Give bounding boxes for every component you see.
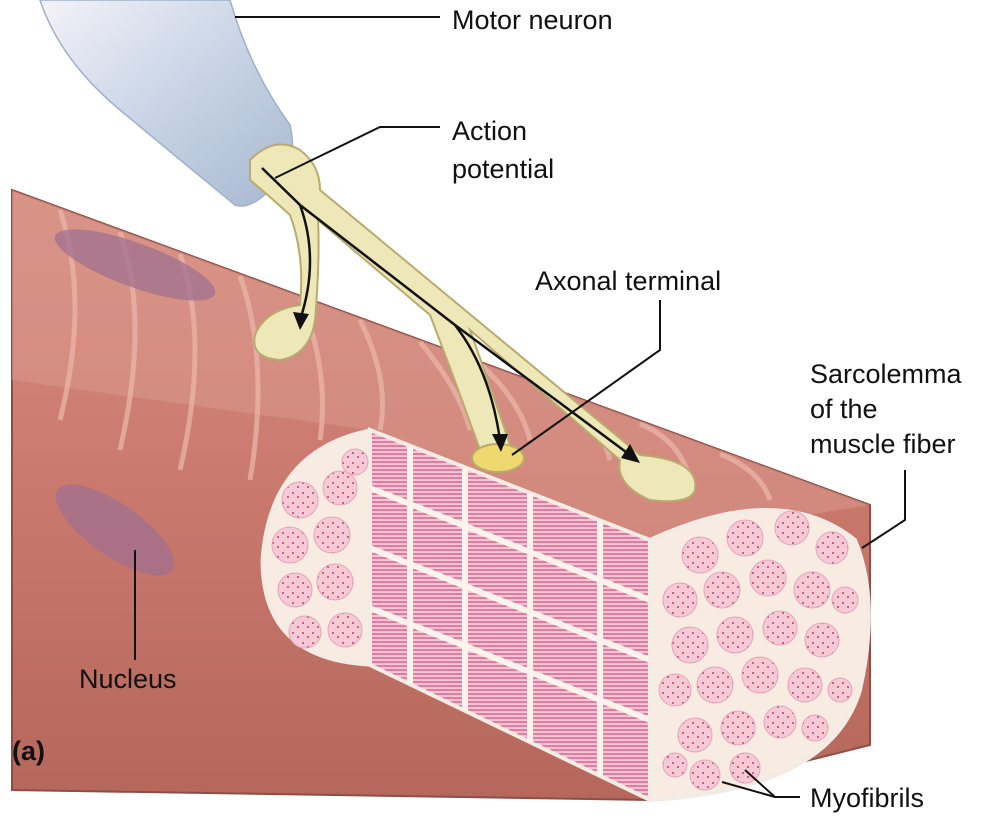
- motor-neuron-label: Motor neuron: [452, 5, 613, 35]
- axonal-terminal-plate: [472, 444, 524, 472]
- sarcolemma-label-line3: muscle fiber: [810, 429, 956, 459]
- sarcolemma-label-line2: of the: [810, 394, 878, 424]
- myofibrils-label: Myofibrils: [810, 783, 924, 813]
- action-potential-label-line1: Action: [452, 116, 527, 146]
- panel-label: (a): [12, 736, 45, 766]
- action-potential-label-line2: potential: [452, 154, 554, 184]
- axonal-terminal-label: Axonal terminal: [535, 266, 721, 296]
- nucleus-label: Nucleus: [79, 664, 177, 694]
- sarcolemma-label-line1: Sarcolemma: [810, 359, 963, 389]
